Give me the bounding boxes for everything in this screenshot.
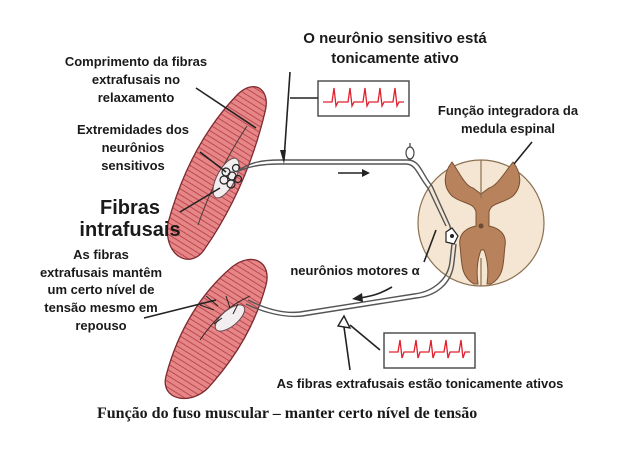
motor-neuron xyxy=(245,243,457,318)
sensory-activity-box xyxy=(317,80,410,117)
extrafusal-tension-label: As fibras extrafusais mantêm um certo ní… xyxy=(39,247,163,333)
length-relaxation-label: Comprimento da fibras extrafusais no rel… xyxy=(64,54,208,105)
lower-muscle xyxy=(164,258,268,399)
sensory-active-label: O neurônio sensitivo está tonicamente at… xyxy=(303,30,487,67)
intrafusal-label: Fibras intrafusais xyxy=(79,197,181,241)
label-pointers xyxy=(143,71,533,371)
interneuron-cell xyxy=(445,227,459,245)
sensory-pointer-arrowhead xyxy=(280,150,286,164)
sensory-ending-coil xyxy=(219,163,243,189)
spinal-cord xyxy=(417,159,545,287)
figure-caption: Função do fuso muscular – manter certo n… xyxy=(97,405,478,422)
extrafusal-active-label: As fibras extrafusais estão tonicamente … xyxy=(276,376,564,391)
integrating-function-label: Função integradora da medula espinal xyxy=(437,103,579,136)
motor-neurons-label: neurônios motores α xyxy=(290,263,420,278)
sensory-endings-label: Extremidades dos neurônios sensitivos xyxy=(77,122,189,173)
motor-activity-box xyxy=(383,332,476,369)
sensory-neuron xyxy=(235,143,453,239)
motor-direction-arrow xyxy=(352,286,393,302)
sensory-direction-arrow xyxy=(338,169,370,177)
motor-pointer-arrowhead xyxy=(336,314,352,329)
